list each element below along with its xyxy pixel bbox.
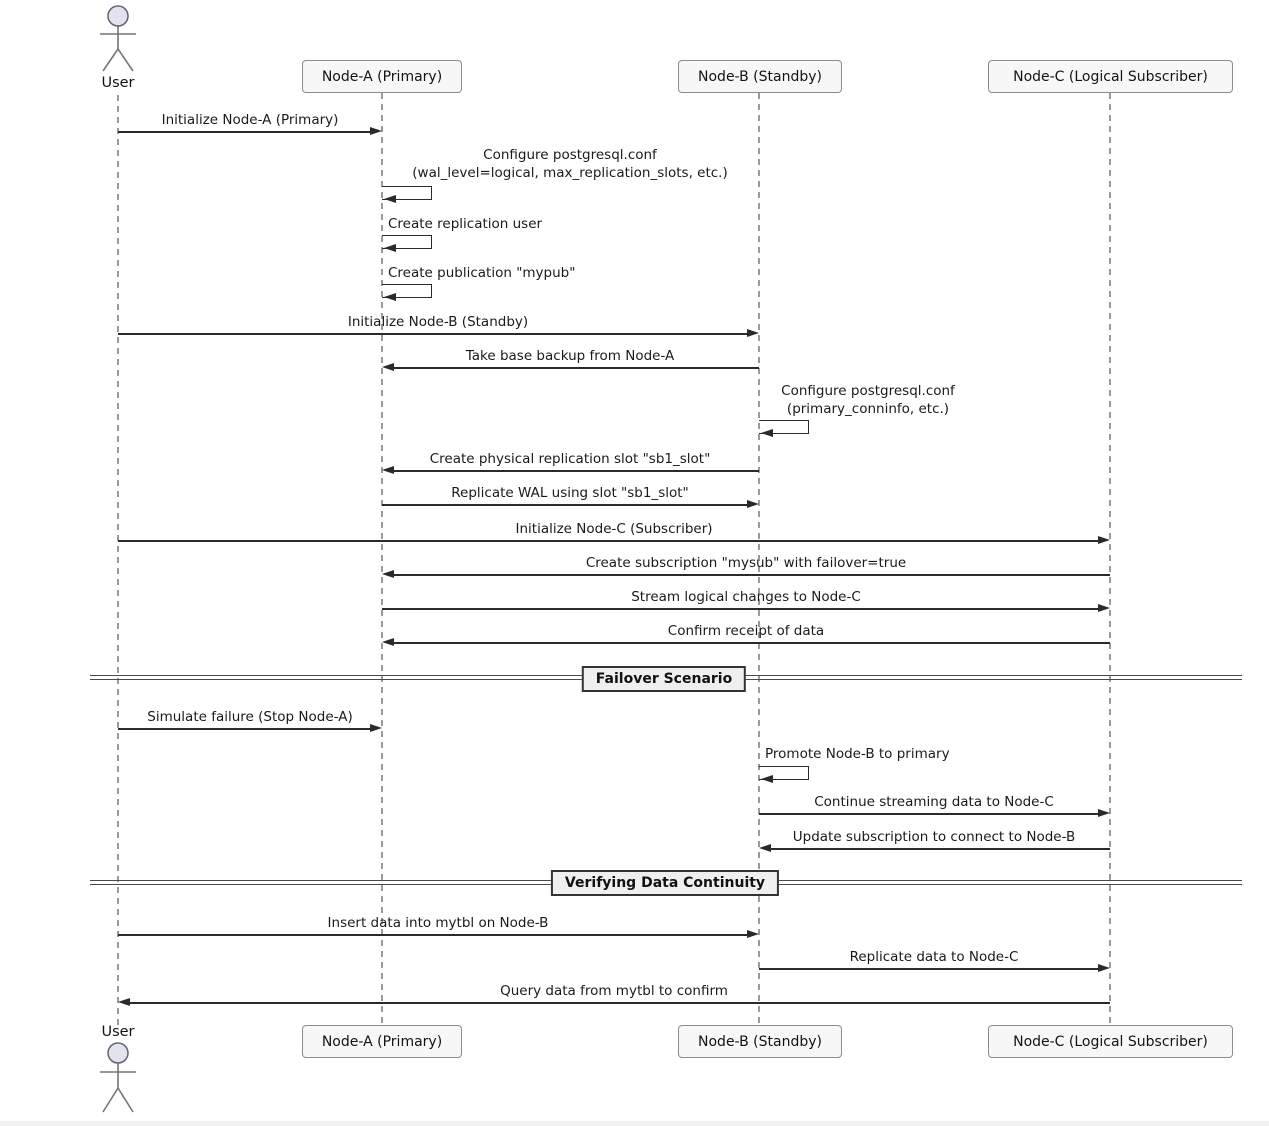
participant-node-b-label: Node-B (Standby) — [698, 68, 822, 85]
participant-node-b-label: Node-B (Standby) — [698, 1033, 822, 1050]
arrowhead-right-icon — [747, 930, 759, 938]
participant-node-b-bottom: Node-B (Standby) — [678, 1025, 842, 1058]
message-label: Initialize Node-C (Subscriber) — [515, 521, 713, 537]
message-label: Insert data into mytbl on Node-B — [327, 915, 549, 931]
arrowhead-right-icon — [370, 127, 382, 135]
message-arrow-line — [118, 131, 371, 133]
message-arrow-line — [770, 848, 1110, 850]
arrowhead-left-icon — [382, 638, 394, 646]
self-message-loop — [382, 284, 432, 298]
participant-node-c-top: Node-C (Logical Subscriber) — [988, 60, 1233, 93]
participant-node-a-bottom: Node-A (Primary) — [302, 1025, 462, 1058]
arrowhead-left-icon — [761, 775, 773, 783]
self-message-loop — [382, 186, 432, 200]
lifeline-user — [117, 95, 119, 1025]
arrowhead-right-icon — [747, 500, 759, 508]
message-label: Initialize Node-B (Standby) — [347, 314, 529, 330]
participant-node-c-label: Node-C (Logical Subscriber) — [1013, 1033, 1208, 1050]
message-label: Take base backup from Node-A — [465, 348, 675, 364]
actor-user-label-bottom: User — [101, 1024, 135, 1040]
message-label: Continue streaming data to Node-C — [814, 794, 1054, 810]
message-label: Promote Node-B to primary — [765, 746, 950, 762]
actor-user-figure-top — [92, 3, 144, 77]
self-message-loop — [759, 420, 809, 434]
message-arrow-line — [759, 968, 1099, 970]
message-arrow-line — [393, 574, 1110, 576]
participant-node-a-top: Node-A (Primary) — [302, 60, 462, 93]
message-label: Initialize Node-A (Primary) — [161, 112, 339, 128]
message-label: Stream logical changes to Node-C — [631, 589, 861, 605]
self-message-loop — [382, 235, 432, 249]
message-label: Replicate data to Node-C — [849, 949, 1019, 965]
divider-verifying-data-continuity: Verifying Data Continuity — [550, 870, 780, 896]
participant-node-a-label: Node-A (Primary) — [321, 68, 443, 85]
arrowhead-left-icon — [759, 844, 771, 852]
participant-node-a-label: Node-A (Primary) — [321, 1033, 443, 1050]
message-label: Simulate failure (Stop Node-A) — [147, 709, 353, 725]
message-arrow-line — [129, 1002, 1110, 1004]
arrowhead-left-icon — [384, 244, 396, 252]
message-arrow-line — [382, 504, 748, 506]
message-label: Update subscription to connect to Node-B — [792, 829, 1076, 845]
message-arrow-line — [118, 540, 1099, 542]
arrowhead-right-icon — [1098, 964, 1110, 972]
message-label: Create publication "mypub" — [388, 265, 576, 281]
message-arrow-line — [118, 728, 371, 730]
self-message-loop — [759, 766, 809, 780]
message-arrow-line — [393, 367, 759, 369]
divider-failover-scenario: Failover Scenario — [581, 666, 747, 692]
arrowhead-right-icon — [1098, 809, 1110, 817]
arrowhead-left-icon — [382, 466, 394, 474]
message-arrow-line — [393, 642, 1110, 644]
message-arrow-line — [118, 934, 748, 936]
lifeline-node-b — [758, 93, 760, 1025]
message-arrow-line — [382, 608, 1099, 610]
arrowhead-right-icon — [747, 329, 759, 337]
message-arrow-line — [393, 470, 759, 472]
arrowhead-left-icon — [384, 293, 396, 301]
message-label: Create physical replication slot "sb1_sl… — [429, 451, 711, 467]
actor-user-label-top: User — [101, 75, 135, 91]
arrowhead-right-icon — [370, 724, 382, 732]
message-label: Create replication user — [388, 216, 543, 232]
lifeline-node-c — [1109, 93, 1111, 1025]
arrowhead-right-icon — [1098, 604, 1110, 612]
message-arrow-line — [759, 813, 1099, 815]
message-label: Configure postgresql.conf (wal_level=log… — [412, 147, 728, 181]
participant-node-b-top: Node-B (Standby) — [678, 60, 842, 93]
actor-user-figure-bottom — [92, 1041, 144, 1119]
message-label: Confirm receipt of data — [667, 623, 825, 639]
message-label: Create subscription "mysub" with failove… — [585, 555, 907, 571]
lifeline-node-a — [381, 93, 383, 1025]
arrowhead-left-icon — [384, 195, 396, 203]
participant-node-c-label: Node-C (Logical Subscriber) — [1013, 68, 1208, 85]
message-label: Query data from mytbl to confirm — [500, 983, 728, 999]
message-label: Configure postgresql.conf (primary_conni… — [781, 383, 955, 417]
message-label: Replicate WAL using slot "sb1_slot" — [451, 485, 689, 501]
arrowhead-left-icon — [382, 363, 394, 371]
arrowhead-left-icon — [761, 429, 773, 437]
message-arrow-line — [118, 333, 748, 335]
participant-node-c-bottom: Node-C (Logical Subscriber) — [988, 1025, 1233, 1058]
page-bottom-edge — [0, 1121, 1269, 1126]
arrowhead-left-icon — [118, 998, 130, 1006]
arrowhead-left-icon — [382, 570, 394, 578]
arrowhead-right-icon — [1098, 536, 1110, 544]
